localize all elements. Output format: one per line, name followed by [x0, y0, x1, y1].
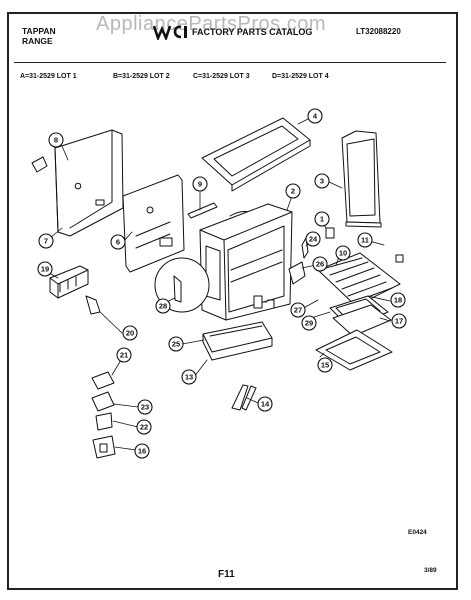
vent-trim: [187, 202, 218, 219]
callout-1: 1: [314, 211, 330, 227]
diagram-reference: E0424: [408, 529, 427, 536]
broiler-insert: [332, 304, 392, 337]
valve-bracket: [85, 295, 101, 315]
callout-label: 2: [291, 187, 295, 196]
page-border: [7, 12, 458, 590]
callout-label: 19: [41, 265, 49, 274]
magnifier-callout: [154, 257, 210, 313]
burner-head-16: [92, 435, 116, 459]
callout-label: 1: [320, 215, 324, 224]
callout-label: 11: [361, 236, 369, 245]
callout-label: 3: [320, 177, 324, 186]
callout-label: 17: [395, 317, 403, 326]
element-bracket: [288, 261, 306, 285]
callout-label: 6: [116, 238, 120, 247]
callout-19: 19: [37, 261, 53, 277]
catalog-number: LT32088220: [356, 27, 401, 36]
callout-label: 20: [126, 329, 134, 338]
callout-label: 23: [141, 403, 149, 412]
lot-label-b: B=31-2529 LOT 2: [113, 73, 170, 80]
callout-16: 16: [134, 443, 150, 459]
callout-29: 29: [301, 315, 317, 331]
callout-label: 10: [339, 249, 347, 258]
oven-latch: [301, 237, 309, 259]
callout-10: 10: [335, 245, 351, 261]
brand-name: TAPPAN: [22, 26, 56, 36]
callout-label: 7: [44, 237, 48, 246]
callout-label: 26: [316, 260, 324, 269]
header-rule: [14, 62, 446, 63]
cooktop: [201, 117, 311, 192]
callout-label: 21: [120, 351, 128, 360]
callout-label: 8: [54, 136, 58, 145]
callout-label: 24: [309, 235, 318, 244]
burner-head-22: [95, 412, 113, 431]
callout-label: 16: [138, 447, 146, 456]
burner-head-23: [91, 391, 115, 412]
lot-label-d: D=31-2529 LOT 4: [272, 73, 329, 80]
catalog-title: FACTORY PARTS CATALOG: [192, 27, 313, 37]
callout-7: 7: [38, 233, 54, 249]
back-panel: [122, 174, 185, 273]
callout-17: 17: [391, 313, 407, 329]
watermark-text: AppliancePartsPros.com: [96, 13, 326, 35]
callout-26: 26: [312, 256, 328, 272]
page-number: F11: [218, 569, 235, 580]
callout-13: 13: [181, 369, 197, 385]
burner-head-21: [91, 371, 115, 390]
callout-label: 4: [313, 112, 318, 121]
callout-2: 2: [285, 183, 301, 199]
bottom-panel: [202, 321, 273, 361]
callout-3: 3: [314, 173, 330, 189]
lot-label-c: C=31-2529 LOT 3: [193, 73, 250, 80]
callout-label: 9: [198, 180, 202, 189]
callout-4: 4: [307, 108, 323, 124]
part-callouts: 1234678910111314151617181920212223242526…: [37, 108, 407, 459]
callout-label: 28: [159, 302, 167, 311]
callout-label: 29: [305, 319, 313, 328]
callout-28: 28: [155, 298, 171, 314]
pilot-assembly: [231, 384, 257, 411]
callout-23: 23: [137, 399, 153, 415]
lot-label-a: A=31-2529 LOT 1: [20, 73, 77, 80]
leveling-leg: [395, 254, 404, 263]
callout-24: 24: [305, 231, 321, 247]
callout-label: 15: [321, 361, 329, 370]
callout-21: 21: [116, 347, 132, 363]
callout-label: 18: [394, 296, 402, 305]
oven-door: [341, 130, 382, 228]
oven-body: [199, 203, 293, 321]
callout-22: 22: [136, 419, 152, 435]
oven-rack: [317, 252, 401, 307]
callout-label: 14: [261, 400, 270, 409]
panel-tab: [31, 156, 48, 173]
wci-logo: [153, 25, 187, 40]
callout-18: 18: [390, 292, 406, 308]
revision-date: 3/89: [424, 567, 437, 574]
burner-valve-bank: [49, 265, 89, 299]
product-type: RANGE: [22, 36, 53, 46]
callout-8: 8: [48, 132, 64, 148]
callout-label: 27: [294, 306, 302, 315]
callout-11: 11: [357, 232, 373, 248]
callout-27: 27: [290, 302, 306, 318]
side-panel: [54, 129, 124, 237]
callout-label: 25: [172, 340, 180, 349]
drawer-panel: [315, 329, 393, 371]
knob-small: [325, 227, 335, 239]
callout-14: 14: [257, 396, 273, 412]
callout-6: 6: [110, 234, 126, 250]
callout-label: 22: [140, 423, 148, 432]
callout-label: 13: [185, 373, 193, 382]
callout-25: 25: [168, 336, 184, 352]
callout-15: 15: [317, 357, 333, 373]
support-pin: [253, 295, 275, 309]
callout-20: 20: [122, 325, 138, 341]
callout-9: 9: [192, 176, 208, 192]
